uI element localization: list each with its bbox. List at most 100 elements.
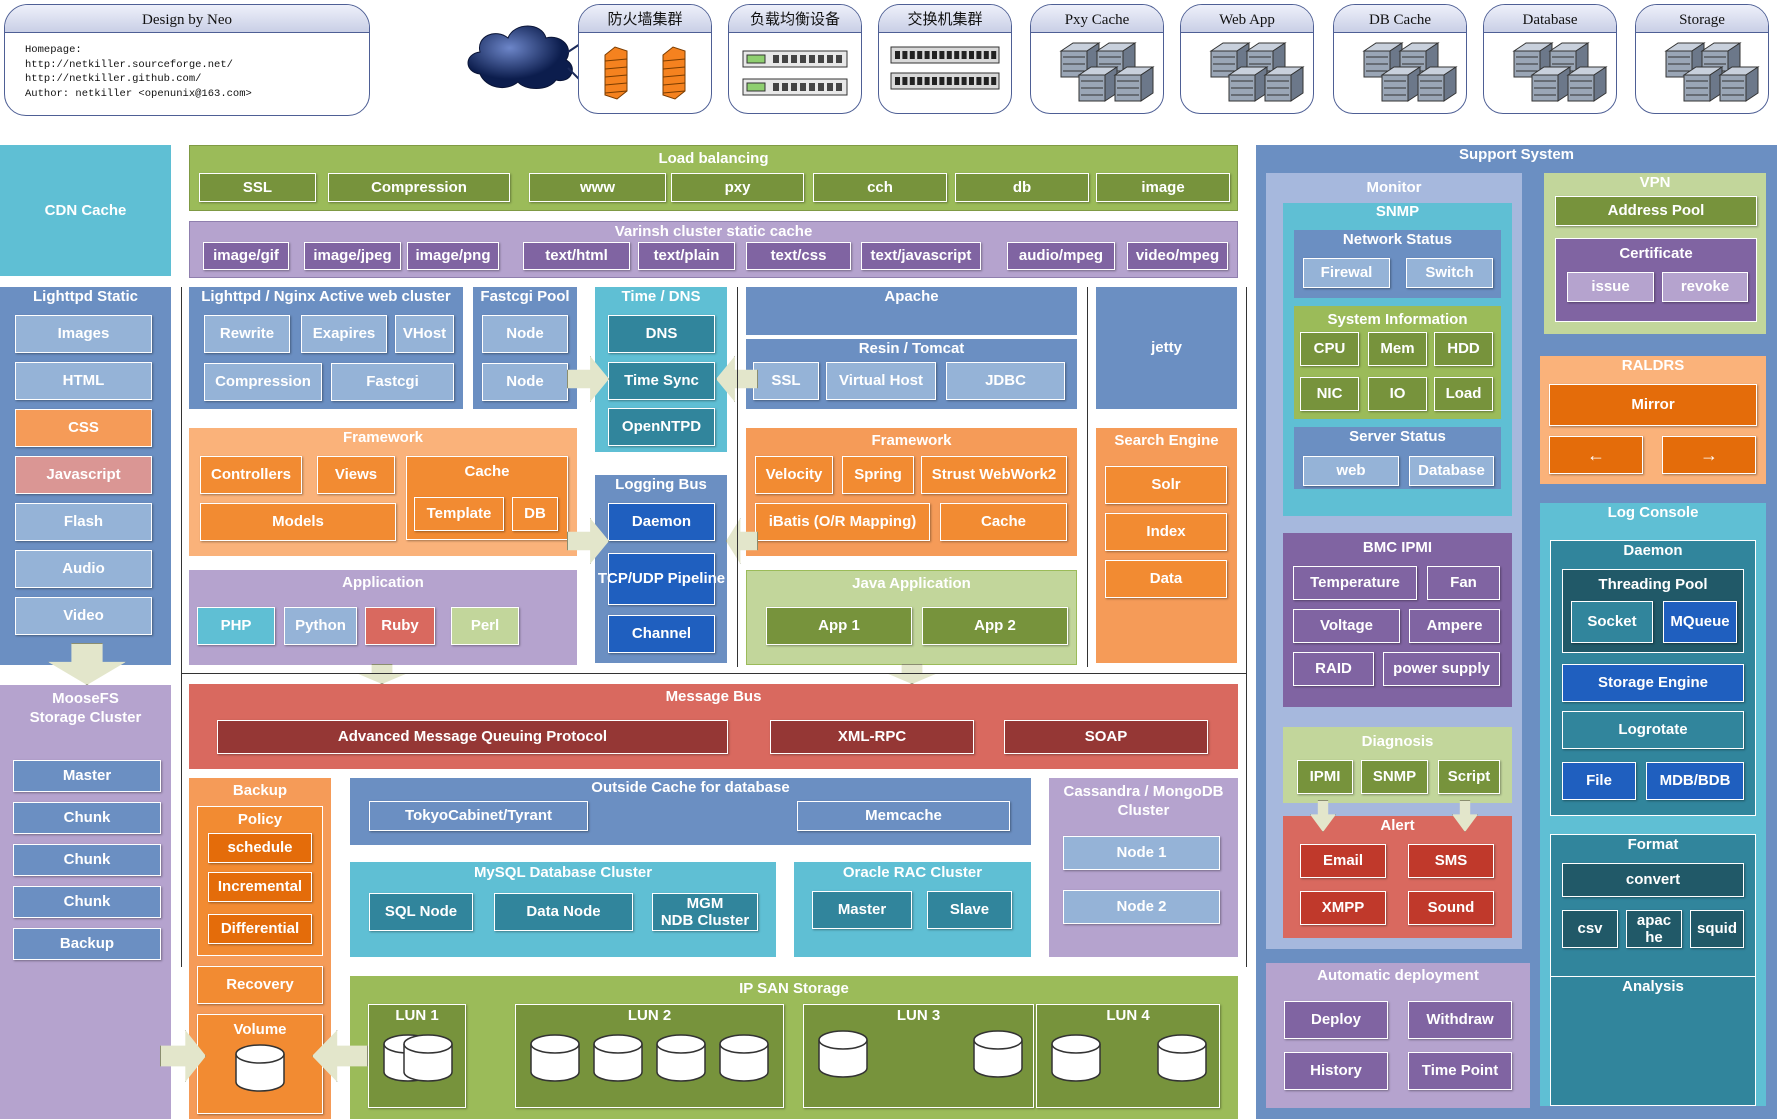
logbus-item: Channel <box>608 615 715 653</box>
hardware-card: DB Cache <box>1333 4 1467 114</box>
fw2-title: Framework <box>871 432 952 449</box>
logbus-item: Daemon <box>608 503 715 541</box>
diag-item: SNMP <box>1361 760 1428 794</box>
mysql-item: MGM NDB Cluster <box>652 893 758 931</box>
cass-item: Node 2 <box>1063 890 1220 924</box>
hardware-card: Web App <box>1180 4 1314 114</box>
cert-item: revoke <box>1662 272 1748 302</box>
nginx-item: Exapires <box>301 315 387 353</box>
disk-icon <box>1051 1034 1101 1082</box>
timedns-item: OpenNTPD <box>608 408 715 446</box>
varnish-item: image/jpeg <box>304 242 401 270</box>
logbus-title: Logging Bus <box>615 476 707 493</box>
bmc-item: Ampere <box>1409 609 1500 643</box>
resin-item: Virtual Host <box>826 362 936 400</box>
nginx-item: VHost <box>395 315 454 353</box>
jetty-label: jetty <box>1151 339 1182 357</box>
server-rack-icon <box>1059 42 1155 102</box>
hardware-label: 负载均衡设备 <box>729 5 861 33</box>
sysinfo-item: CPU <box>1300 332 1359 366</box>
resin-item: SSL <box>753 362 819 400</box>
app-item: PHP <box>197 607 275 645</box>
mysql-item: Data Node <box>494 893 633 931</box>
format-item: apac he <box>1626 910 1682 948</box>
hardware-label: Storage <box>1636 5 1768 33</box>
app-item: Python <box>284 607 357 645</box>
fw2-item: iBatis (O/R Mapping) <box>755 503 930 541</box>
server-rack-icon <box>1362 42 1458 102</box>
firewall-icon <box>604 46 686 100</box>
log-item: MQueue <box>1663 601 1737 643</box>
support-title: Support System <box>1458 146 1575 163</box>
storage-engine: Storage Engine <box>1562 664 1744 702</box>
lighttpd-item: Audio <box>15 550 152 588</box>
apache: Apache <box>746 287 1077 335</box>
varnish-item: text/plain <box>638 242 735 270</box>
mysql-item: SQL Node <box>369 893 473 931</box>
info-panel: Design by Neo Homepage: http://netkiller… <box>4 4 370 116</box>
bmc-item: Temperature <box>1293 566 1417 600</box>
bmc-item: Voltage <box>1293 609 1400 643</box>
sysinfo-item: Load <box>1434 377 1493 411</box>
resin-title: Resin / Tomcat <box>858 340 965 357</box>
switch-icon <box>890 46 1000 90</box>
info-title: Design by Neo <box>5 5 369 33</box>
hardware-card: Database <box>1483 4 1617 114</box>
moosefs-item: Chunk <box>13 802 161 834</box>
varnish-item: text/javascript <box>861 242 981 270</box>
msgbus-item: Advanced Message Queuing Protocol <box>217 720 728 754</box>
info-text: Homepage: http://netkiller.sourceforge.n… <box>25 44 252 100</box>
hardware-label: DB Cache <box>1334 5 1466 33</box>
divider <box>181 287 182 967</box>
lb-item: Compression <box>328 173 510 202</box>
internet-cloud-icon <box>467 25 580 89</box>
apache-title: Apache <box>884 288 939 305</box>
hardware-card: 防火墙集群 <box>578 4 712 114</box>
sysinfo-item: NIC <box>1300 377 1359 411</box>
convert: convert <box>1562 863 1744 897</box>
divider <box>1087 287 1088 667</box>
search-item: Solr <box>1105 466 1227 504</box>
log-title: Log Console <box>1607 504 1699 521</box>
alert-item: Sound <box>1408 891 1494 925</box>
deploy-item: Time Point <box>1408 1052 1512 1090</box>
nginx-item: Rewrite <box>204 315 290 353</box>
search-item: Index <box>1105 513 1227 551</box>
backup-item: Differential <box>208 914 312 944</box>
nginx-title: Lighttpd / Nginx Active web cluster <box>201 288 451 305</box>
vpn-title: VPN <box>1639 174 1671 191</box>
japp-item: App 1 <box>766 607 912 645</box>
lighttpd-item: HTML <box>15 362 152 400</box>
moosefs-item: Chunk <box>13 844 161 876</box>
hardware-card: Pxy Cache <box>1030 4 1164 114</box>
lb-item: SSL <box>199 173 316 202</box>
lighttpd-title: Lighttpd Static <box>33 288 138 305</box>
hardware-label: Pxy Cache <box>1031 5 1163 33</box>
msgbus-title: Message Bus <box>665 688 762 705</box>
fastcgi-title: Fastcgi Pool <box>480 288 570 305</box>
hardware-label: Web App <box>1181 5 1313 33</box>
timedns-item: Time Sync <box>608 362 715 400</box>
fw2-item: Velocity <box>755 456 833 494</box>
varnish-item: text/css <box>746 242 851 270</box>
mirror: Mirror <box>1549 384 1757 426</box>
search-title: Search Engine <box>1114 432 1219 449</box>
varnish-item: audio/mpeg <box>1007 242 1115 270</box>
disk-icon <box>403 1034 453 1082</box>
divider <box>1246 287 1247 967</box>
ocache-item: TokyoCabinet/Tyrant <box>369 801 588 831</box>
sysinfo-item: Mem <box>1368 332 1427 366</box>
msgbus-item: SOAP <box>1004 720 1208 754</box>
disk-icon <box>235 1044 285 1092</box>
fw1-item: Models <box>200 503 396 541</box>
policy-title: Policy <box>237 811 283 828</box>
srvstatus-item: Database <box>1409 456 1494 486</box>
varnish-item: video/mpeg <box>1127 242 1228 270</box>
sysinfo-item: HDD <box>1434 332 1493 366</box>
mdb-item: MDB/BDB <box>1646 762 1744 800</box>
cache-item: DB <box>512 497 558 531</box>
logrotate: Logrotate <box>1562 711 1744 749</box>
disk-icon <box>530 1034 580 1082</box>
moosefs-title: MooseFS Storage Cluster <box>29 690 142 726</box>
msgbus-item: XML-RPC <box>770 720 974 754</box>
